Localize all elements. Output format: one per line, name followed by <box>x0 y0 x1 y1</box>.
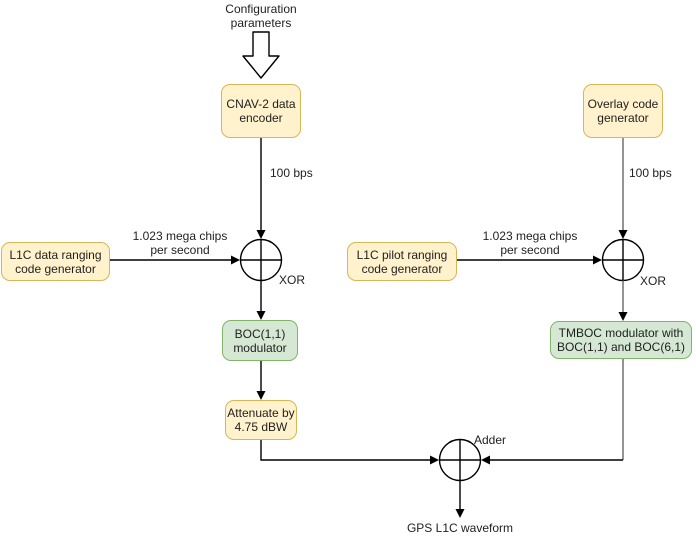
node-boc-modulator-label: BOC(1,1) modulator <box>233 326 287 355</box>
node-tmboc-modulator-label: TMBOC modulator with BOC(1,1) and BOC(6,… <box>556 326 686 354</box>
xor-right-symbol <box>601 238 645 282</box>
chip-rate-left-label: 1.023 mega chips per second <box>132 229 228 257</box>
node-attenuator-label: Attenuate by 4.75 dBW <box>227 406 295 434</box>
xor-right-label: XOR <box>640 274 667 288</box>
edge-adder-to-output <box>455 480 465 518</box>
node-cnav-encoder: CNAV-2 data encoder <box>221 84 301 138</box>
node-boc-modulator: BOC(1,1) modulator <box>222 320 298 361</box>
edge-tmboc-to-adder <box>481 358 624 465</box>
node-attenuator: Attenuate by 4.75 dBW <box>225 400 297 440</box>
bps-left-label: 100 bps <box>270 166 313 180</box>
config-arrow-icon <box>242 31 280 79</box>
node-tmboc-modulator: TMBOC modulator with BOC(1,1) and BOC(6,… <box>550 321 692 359</box>
bps-right-label: 100 bps <box>629 166 672 180</box>
edge-overlay-to-xor <box>618 138 628 239</box>
node-cnav-encoder-label: CNAV-2 data encoder <box>226 97 296 125</box>
edge-boc-to-attenuator <box>256 361 266 400</box>
xor-left-symbol <box>239 238 283 282</box>
node-l1c-data-generator-label: L1C data ranging code generator <box>9 247 102 276</box>
edge-xor-to-boc <box>256 280 266 320</box>
edge-data-ranging-to-xor <box>110 255 240 265</box>
edge-pilot-ranging-to-xor <box>457 255 602 265</box>
node-l1c-pilot-generator: L1C pilot ranging code generator <box>347 242 457 281</box>
edge-attenuator-to-adder <box>260 440 439 465</box>
adder-label: Adder <box>474 433 507 447</box>
node-l1c-data-generator: L1C data ranging code generator <box>1 242 110 281</box>
xor-left-label: XOR <box>279 273 306 287</box>
output-label: GPS L1C waveform <box>406 521 514 535</box>
edge-xor-to-tmboc <box>618 280 628 321</box>
node-overlay-generator-label: Overlay code generator <box>587 97 659 125</box>
node-overlay-generator: Overlay code generator <box>583 84 663 138</box>
config-input-label: Configuration parameters <box>225 2 297 30</box>
chip-rate-right-label: 1.023 mega chips per second <box>482 229 578 257</box>
edge-cnav-to-xor <box>256 138 266 239</box>
node-l1c-pilot-generator-label: L1C pilot ranging code generator <box>356 247 448 276</box>
